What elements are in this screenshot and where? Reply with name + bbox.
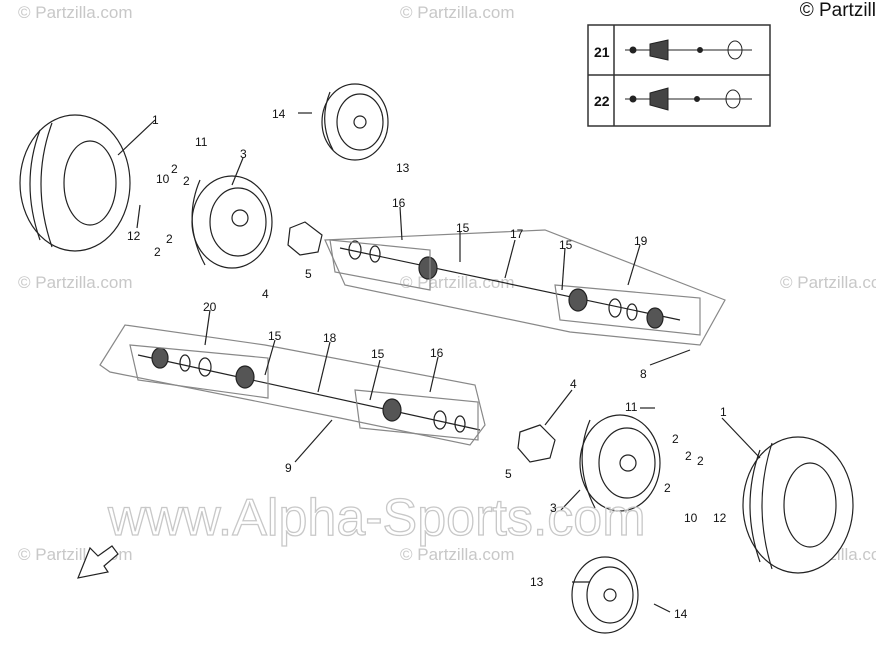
hub-right-illustration	[517, 424, 556, 463]
callout-2-f[interactable]: 2	[685, 449, 692, 463]
inner-joint-kit-rear-frame	[554, 284, 701, 336]
callout-14-top[interactable]: 14	[272, 107, 286, 121]
inner-joint-kit-front-frame	[129, 344, 269, 399]
callout-4-left[interactable]: 4	[262, 287, 269, 301]
watermark-bottom-center: © Partzilla.com	[400, 545, 515, 564]
callout-12-right[interactable]: 12	[713, 511, 727, 525]
callout-5-right[interactable]: 5	[505, 467, 512, 481]
callout-9[interactable]: 9	[285, 461, 292, 475]
callout-3-left[interactable]: 3	[240, 147, 247, 161]
drive-shaft-front-illustration	[99, 324, 486, 446]
rim-left-illustration	[191, 175, 273, 269]
callout-11-right[interactable]: 11	[625, 400, 638, 414]
watermark-mid-center: © Partzilla.com	[400, 273, 515, 292]
legend-label-21: 21	[594, 44, 610, 60]
drive-shaft-rear-illustration	[324, 229, 726, 346]
direction-arrow-icon	[77, 545, 119, 579]
legend-box	[587, 24, 771, 127]
callout-4-right[interactable]: 4	[570, 377, 577, 391]
callout-16-top[interactable]: 16	[392, 196, 406, 210]
callout-13-bottom[interactable]: 13	[530, 575, 544, 589]
callout-15-c[interactable]: 15	[268, 329, 282, 343]
callout-2-a[interactable]: 2	[171, 162, 178, 176]
hub-left-illustration	[287, 221, 323, 256]
callout-1-right[interactable]: 1	[720, 405, 727, 419]
callout-12-left[interactable]: 12	[127, 229, 141, 243]
callout-14-bottom[interactable]: 14	[674, 607, 688, 621]
outer-joint-kit-rear-frame	[329, 239, 431, 291]
callout-15-a[interactable]: 15	[456, 221, 470, 235]
watermark-top-left: © Partzilla.com	[18, 3, 133, 22]
callout-2-c[interactable]: 2	[154, 245, 161, 259]
callout-3-right[interactable]: 3	[550, 501, 557, 515]
watermark-mid-right: © Partzilla.com	[780, 273, 876, 292]
spare-rim-top-illustration	[321, 83, 389, 161]
callout-2-d[interactable]: 2	[166, 232, 173, 246]
callout-18[interactable]: 18	[323, 331, 337, 345]
callout-2-h[interactable]: 2	[664, 481, 671, 495]
callout-20[interactable]: 20	[203, 300, 217, 314]
copyright-notice: © Partzill	[799, 0, 876, 21]
callout-11-left[interactable]: 11	[195, 135, 208, 149]
callout-5-left[interactable]: 5	[305, 267, 312, 281]
callout-2-e[interactable]: 2	[672, 432, 679, 446]
callout-17[interactable]: 17	[510, 227, 524, 241]
rim-right-illustration	[579, 414, 661, 512]
outer-joint-kit-front-frame	[354, 389, 479, 441]
callout-10-left[interactable]: 10	[156, 172, 170, 186]
callout-15-b[interactable]: 15	[559, 238, 573, 252]
callout-10-right[interactable]: 10	[684, 511, 698, 525]
callout-1-left[interactable]: 1	[152, 113, 159, 127]
watermark-top-center: © Partzilla.com	[400, 3, 515, 22]
tire-right-illustration	[742, 436, 854, 574]
callout-2-g[interactable]: 2	[697, 454, 704, 468]
watermark-site: www.Alpha-Sports.com	[107, 489, 646, 547]
callout-16-bottom[interactable]: 16	[430, 346, 444, 360]
tire-left-illustration	[19, 114, 131, 252]
callout-2-b[interactable]: 2	[183, 174, 190, 188]
callout-19[interactable]: 19	[634, 234, 648, 248]
watermark-mid-left: © Partzilla.com	[18, 273, 133, 292]
callout-13-top[interactable]: 13	[396, 161, 410, 175]
callout-15-d[interactable]: 15	[371, 347, 385, 361]
callout-8[interactable]: 8	[640, 367, 647, 381]
legend-label-22: 22	[594, 93, 610, 109]
spare-rim-bottom-illustration	[571, 556, 639, 634]
